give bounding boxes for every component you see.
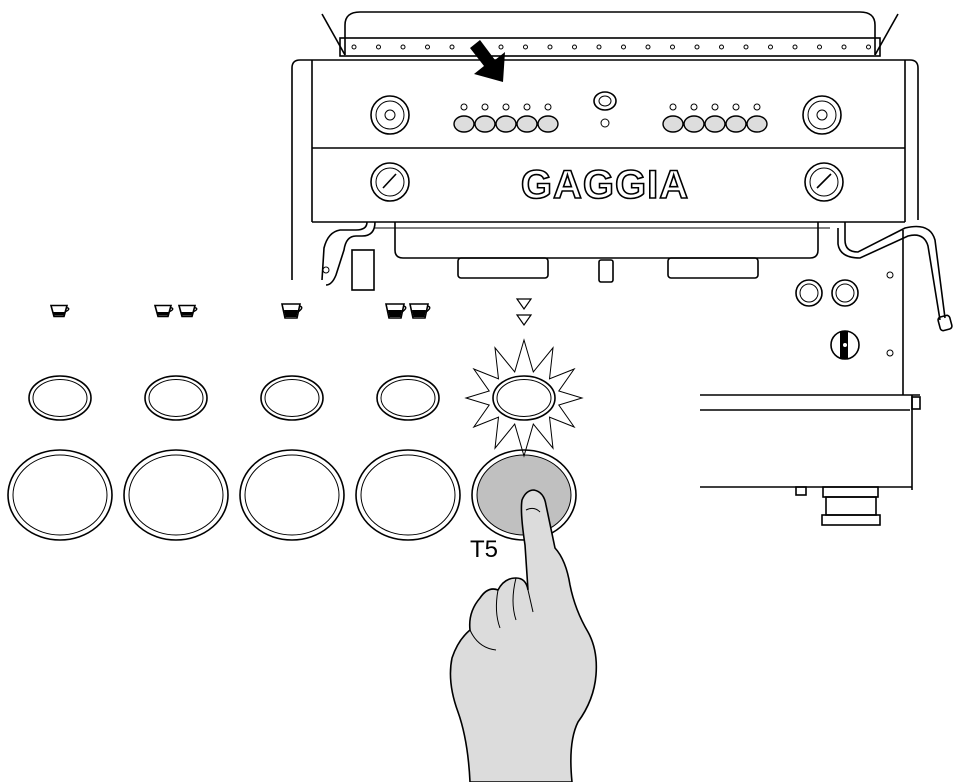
continuous-flow-icon bbox=[515, 298, 533, 327]
center-power-switch bbox=[593, 91, 617, 128]
keypad-button bbox=[474, 115, 496, 133]
pointer-arrow-icon bbox=[470, 40, 505, 82]
small-key-5[interactable] bbox=[492, 375, 556, 421]
left-steam-wand bbox=[325, 221, 376, 286]
small-key-3[interactable] bbox=[260, 375, 324, 421]
keypad-button bbox=[516, 115, 538, 133]
indicator-light bbox=[669, 103, 677, 111]
small-key-4[interactable] bbox=[376, 375, 440, 421]
indicator-light bbox=[711, 103, 719, 111]
group-keypad-left bbox=[453, 103, 559, 133]
brand-logo: GAGGIA bbox=[521, 163, 689, 207]
right-side-panel bbox=[700, 230, 921, 526]
large-key-4[interactable] bbox=[355, 449, 461, 541]
group-heads bbox=[375, 222, 830, 283]
indicator-light bbox=[544, 103, 552, 111]
cup-warmer-rail bbox=[321, 11, 899, 57]
blinking-indicator-icon bbox=[464, 338, 584, 458]
keypad-button bbox=[746, 115, 768, 133]
indicator-light bbox=[502, 103, 510, 111]
indicator-light bbox=[523, 103, 531, 111]
button-callout-label: T5 bbox=[470, 536, 498, 563]
right-steam-knob bbox=[802, 95, 842, 135]
large-key-1[interactable] bbox=[7, 449, 113, 541]
left-steam-knob bbox=[370, 95, 410, 135]
large-key-3[interactable] bbox=[239, 449, 345, 541]
right-steam-wand bbox=[844, 222, 946, 319]
keypad-button bbox=[453, 115, 475, 133]
indicator-light bbox=[753, 103, 761, 111]
left-pressure-gauge bbox=[370, 162, 410, 202]
keypad-button bbox=[704, 115, 726, 133]
machine-body bbox=[291, 59, 919, 280]
large-key-2[interactable] bbox=[123, 449, 229, 541]
small-key-1[interactable] bbox=[28, 375, 92, 421]
double-large-cup-icon bbox=[385, 303, 431, 319]
double-cup-icon bbox=[153, 304, 198, 318]
pressing-hand-icon bbox=[449, 489, 598, 782]
keypad-button bbox=[495, 115, 517, 133]
group-keypad-right bbox=[662, 103, 768, 133]
keypad-button bbox=[683, 115, 705, 133]
indicator-light bbox=[481, 103, 489, 111]
indicator-light bbox=[690, 103, 698, 111]
small-key-2[interactable] bbox=[144, 375, 208, 421]
single-cup-icon bbox=[49, 304, 70, 318]
keypad-button bbox=[725, 115, 747, 133]
keypad-button bbox=[662, 115, 684, 133]
enlarged-keypad bbox=[7, 298, 584, 541]
espresso-machine: GAGGIA bbox=[291, 11, 953, 526]
right-pressure-gauge bbox=[804, 162, 844, 202]
single-large-cup-icon bbox=[281, 303, 303, 319]
keypad-button bbox=[537, 115, 559, 133]
indicator-light bbox=[732, 103, 740, 111]
indicator-light bbox=[460, 103, 468, 111]
